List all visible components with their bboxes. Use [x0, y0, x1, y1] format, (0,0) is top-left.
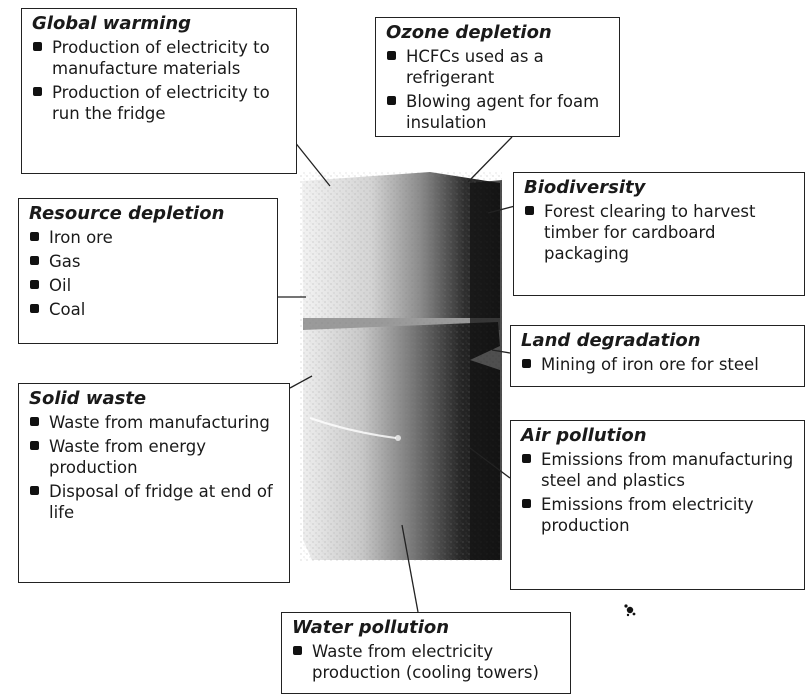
- box-title-land-degradation: Land degradation: [521, 330, 701, 351]
- list-item: Iron ore: [29, 227, 269, 248]
- box-title-solid-waste: Solid waste: [29, 388, 147, 409]
- box-biodiversity: Biodiversity Forest clearing to harvest …: [513, 172, 805, 296]
- list-item: Forest clearing to harvest timber for ca…: [524, 201, 796, 264]
- box-title-biodiversity: Biodiversity: [524, 177, 646, 198]
- list-ozone-depletion: HCFCs used as a refrigerant Blowing agen…: [386, 46, 611, 133]
- list-item: Waste from energy production: [29, 436, 281, 478]
- list-item: Mining of iron ore for steel: [521, 354, 796, 375]
- list-air-pollution: Emissions from manufacturing steel and p…: [521, 449, 796, 536]
- list-item: Disposal of fridge at end of life: [29, 481, 281, 523]
- box-resource-depletion: Resource depletion Iron ore Gas Oil Coal: [18, 198, 278, 344]
- list-water-pollution: Waste from electricity production (cooli…: [292, 641, 562, 683]
- list-item: Production of electricity to manufacture…: [32, 37, 288, 79]
- connector-lines: [278, 136, 516, 613]
- list-solid-waste: Waste from manufacturing Waste from ener…: [29, 412, 281, 523]
- list-item: Oil: [29, 275, 269, 296]
- box-title-water-pollution: Water pollution: [292, 617, 450, 638]
- list-item: Gas: [29, 251, 269, 272]
- list-biodiversity: Forest clearing to harvest timber for ca…: [524, 201, 796, 264]
- list-item: Emissions from electricity production: [521, 494, 796, 536]
- box-ozone-depletion: Ozone depletion HCFCs used as a refriger…: [375, 17, 620, 137]
- box-solid-waste: Solid waste Waste from manufacturing Was…: [18, 383, 290, 583]
- list-item: Emissions from manufacturing steel and p…: [521, 449, 796, 491]
- box-land-degradation: Land degradation Mining of iron ore for …: [510, 325, 805, 387]
- list-item: Coal: [29, 299, 269, 320]
- list-global-warming: Production of electricity to manufacture…: [32, 37, 288, 124]
- box-title-resource-depletion: Resource depletion: [29, 203, 225, 224]
- box-air-pollution: Air pollution Emissions from manufacturi…: [510, 420, 805, 590]
- speck-decoration: [624, 604, 636, 617]
- box-title-global-warming: Global warming: [32, 13, 192, 34]
- fridge-body: [300, 172, 502, 562]
- list-item: HCFCs used as a refrigerant: [386, 46, 611, 88]
- box-water-pollution: Water pollution Waste from electricity p…: [281, 612, 571, 694]
- list-item: Production of electricity to run the fri…: [32, 82, 288, 124]
- box-title-ozone-depletion: Ozone depletion: [386, 22, 552, 43]
- box-global-warming: Global warming Production of electricity…: [21, 8, 297, 174]
- box-title-air-pollution: Air pollution: [521, 425, 647, 446]
- list-item: Waste from manufacturing: [29, 412, 281, 433]
- list-item: Waste from electricity production (cooli…: [292, 641, 562, 683]
- list-item: Blowing agent for foam insulation: [386, 91, 611, 133]
- list-land-degradation: Mining of iron ore for steel: [521, 354, 796, 375]
- list-resource-depletion: Iron ore Gas Oil Coal: [29, 227, 269, 320]
